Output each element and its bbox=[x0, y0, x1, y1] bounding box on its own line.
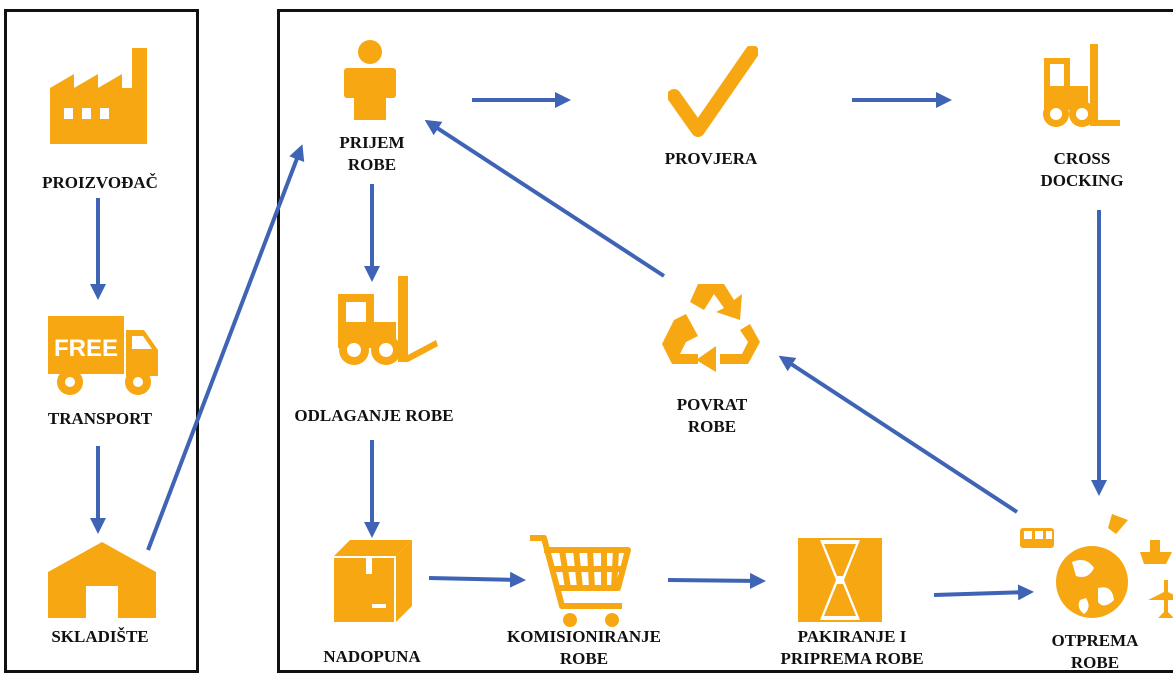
label-proizvodac: PROIZVOĐAČ bbox=[42, 173, 158, 192]
warehouse-process-frame bbox=[277, 9, 1173, 673]
label-povrat-robe: POVRAT ROBE bbox=[676, 395, 748, 436]
arrow-komisioniranje-pakiranje bbox=[667, 572, 766, 589]
arrow-povrat-prijem bbox=[424, 119, 666, 278]
label-nadopuna: NADOPUNA bbox=[323, 647, 421, 666]
label-otprema-robe: OTPREMA ROBE bbox=[1051, 631, 1139, 672]
shopping-cart-icon bbox=[530, 535, 631, 627]
forklift-icon-cross-docking bbox=[1043, 44, 1120, 127]
label-komisioniranje-robe: KOMISIONIRANJE ROBE bbox=[507, 627, 661, 668]
arrow-nadopuna-komisioniranje bbox=[428, 571, 526, 588]
label-prijem-robe: PRIJEM ROBE bbox=[339, 133, 405, 174]
package-icon bbox=[798, 538, 882, 622]
factory-icon bbox=[50, 48, 147, 144]
label-odlaganje-robe: ODLAGANJE ROBE bbox=[294, 406, 454, 425]
arrow-pakiranje-otprema bbox=[933, 584, 1034, 601]
truck-icon: FREE bbox=[48, 316, 158, 395]
person-icon bbox=[344, 40, 396, 120]
forklift-icon-odlaganje bbox=[338, 276, 438, 365]
recycle-icon bbox=[662, 284, 760, 372]
checkmark-icon bbox=[668, 46, 758, 137]
supply-chain-frame bbox=[4, 9, 199, 673]
label-pakiranje-robe: PAKIRANJE I PRIPREMA ROBE bbox=[780, 627, 924, 668]
label-transport: TRANSPORT bbox=[47, 409, 153, 428]
globe-transport-icon bbox=[1020, 514, 1173, 618]
label-cross-docking: CROSS DOCKING bbox=[1040, 149, 1124, 190]
box-icon bbox=[334, 540, 412, 622]
label-provjera: PROVJERA bbox=[664, 149, 758, 168]
arrow-otprema-povrat bbox=[778, 355, 1019, 514]
label-skladiste: SKLADIŠTE bbox=[51, 627, 149, 646]
truck-free-text: FREE bbox=[54, 335, 118, 362]
warehouse-icon bbox=[48, 542, 156, 618]
arrow-skladiste-prijem bbox=[146, 144, 305, 551]
